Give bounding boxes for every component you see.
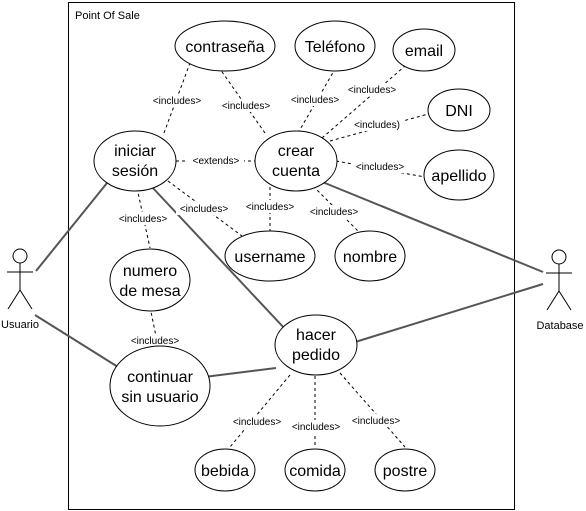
use-case-comida[interactable]: comida xyxy=(284,448,346,492)
label-extends-iniciar-crear: <extends> xyxy=(188,154,244,167)
use-case-contrasena[interactable]: contraseña xyxy=(174,20,276,72)
svg-text:<includes>: <includes> xyxy=(233,417,282,428)
svg-text:<includes>: <includes> xyxy=(292,422,341,433)
label-includes-pedido-postre: <includes> xyxy=(348,414,404,427)
svg-text:sesión: sesión xyxy=(112,163,158,180)
use-case-postre[interactable]: postre xyxy=(374,448,436,492)
label-includes-crear-username: <includes> xyxy=(242,200,298,213)
label-includes-crear-apellido: <includes> xyxy=(352,160,408,173)
svg-text:cuenta: cuenta xyxy=(272,163,320,180)
svg-text:<includes>: <includes> xyxy=(291,95,340,106)
dep-pedido-postre xyxy=(339,372,406,448)
dep-crear-contrasena xyxy=(219,68,266,134)
label-includes-crear-contrasena: <includes> xyxy=(218,99,274,112)
association-iniciar-hacer-pedido xyxy=(151,186,287,331)
svg-text:<includes>: <includes> xyxy=(119,214,168,225)
svg-text:<includes>: <includes> xyxy=(310,207,359,218)
svg-text:comida: comida xyxy=(289,463,341,480)
svg-text:nombre: nombre xyxy=(343,249,397,266)
actor-database-label: Database xyxy=(536,320,583,332)
svg-text:iniciar: iniciar xyxy=(114,143,156,160)
svg-text:<includes>: <includes> xyxy=(246,202,295,213)
label-includes-numero-continuar: <includes> xyxy=(127,334,183,347)
actor-usuario-leg-right-icon xyxy=(19,289,33,310)
use-case-numero-de-mesa[interactable]: numero de mesa xyxy=(109,248,191,312)
use-case-crear-cuenta[interactable]: crear cuenta xyxy=(254,130,338,192)
svg-text:continuar: continuar xyxy=(127,369,193,386)
svg-text:sin usuario: sin usuario xyxy=(121,389,198,406)
association-usuario-iniciar-sesion xyxy=(35,182,108,272)
label-includes-iniciar-numero: <includes> xyxy=(115,212,171,225)
label-includes-crear-nombre: <includes> xyxy=(306,205,362,218)
svg-text:apellido: apellido xyxy=(431,168,486,185)
svg-text:<includes>: <includes> xyxy=(356,162,405,173)
use-case-hacer-pedido[interactable]: hacer pedido xyxy=(274,314,358,376)
use-case-dni[interactable]: DNI xyxy=(427,88,491,132)
dep-numero-continuar xyxy=(149,306,159,347)
svg-text:<includes>: <includes> xyxy=(348,85,397,96)
svg-text:username: username xyxy=(234,249,305,266)
relation-labels: <includes> <includes> <includes> <includ… xyxy=(115,83,408,433)
actor-database-head-icon xyxy=(551,249,567,265)
actor-usuario-leg-left-icon xyxy=(7,289,21,310)
svg-text:DNI: DNI xyxy=(445,103,473,120)
label-includes-crear-email: <includes> xyxy=(344,83,400,96)
svg-text:<extends>: <extends> xyxy=(193,156,240,167)
svg-text:<includes): <includes) xyxy=(354,120,400,131)
use-case-username[interactable]: username xyxy=(224,230,316,282)
actor-usuario-label: Usuario xyxy=(1,319,39,331)
actor-database-leg-left-icon xyxy=(546,290,560,311)
actor-database[interactable]: Database xyxy=(536,249,584,332)
svg-text:<includes>: <includes> xyxy=(131,336,180,347)
label-includes-crear-dni: <includes) xyxy=(349,118,405,131)
association-continuar-hacer-pedido xyxy=(195,367,277,379)
svg-text:<includes>: <includes> xyxy=(352,416,401,427)
svg-text:crear: crear xyxy=(278,143,315,160)
svg-text:Teléfono: Teléfono xyxy=(305,39,366,56)
actor-usuario[interactable]: Usuario xyxy=(1,248,39,331)
label-includes-pedido-bebida: <includes> xyxy=(229,415,285,428)
label-includes-iniciar-username: <includes> xyxy=(176,202,232,215)
association-crear-database xyxy=(319,180,544,273)
svg-text:<includes>: <includes> xyxy=(222,101,271,112)
svg-text:bebida: bebida xyxy=(201,463,249,480)
svg-text:<includes>: <includes> xyxy=(153,96,202,107)
dep-pedido-bebida xyxy=(229,374,291,448)
label-includes-pedido-comida: <includes> xyxy=(288,420,344,433)
use-case-bebida[interactable]: bebida xyxy=(194,448,256,492)
dep-crear-email xyxy=(321,65,406,139)
associations xyxy=(34,180,544,379)
svg-text:de mesa: de mesa xyxy=(119,283,180,300)
use-case-continuar-sin-usuario[interactable]: continuar sin usuario xyxy=(109,345,211,427)
svg-text:contraseña: contraseña xyxy=(185,39,264,56)
actor-database-leg-right-icon xyxy=(558,290,572,311)
svg-text:numero: numero xyxy=(123,263,177,280)
system-title: Point Of Sale xyxy=(75,10,140,22)
use-cases: contraseña Teléfono email DNI apellido i… xyxy=(93,20,495,492)
svg-text:<includes>: <includes> xyxy=(180,204,229,215)
svg-text:pedido: pedido xyxy=(292,347,340,364)
label-includes-iniciar-contrasena: <includes> xyxy=(149,94,205,107)
use-case-iniciar-sesion[interactable]: iniciar sesión xyxy=(93,130,177,192)
svg-text:email: email xyxy=(405,43,443,60)
association-hacer-pedido-database xyxy=(351,283,544,344)
label-includes-crear-telefono: <includes> xyxy=(287,93,343,106)
use-case-telefono[interactable]: Teléfono xyxy=(294,20,376,72)
use-case-apellido[interactable]: apellido xyxy=(423,149,495,201)
svg-text:postre: postre xyxy=(383,463,428,480)
svg-text:hacer: hacer xyxy=(296,327,337,344)
association-usuario-continuar xyxy=(34,314,127,373)
use-case-email[interactable]: email xyxy=(392,28,456,72)
use-case-nombre[interactable]: nombre xyxy=(334,230,406,282)
actor-usuario-head-icon xyxy=(12,248,28,264)
